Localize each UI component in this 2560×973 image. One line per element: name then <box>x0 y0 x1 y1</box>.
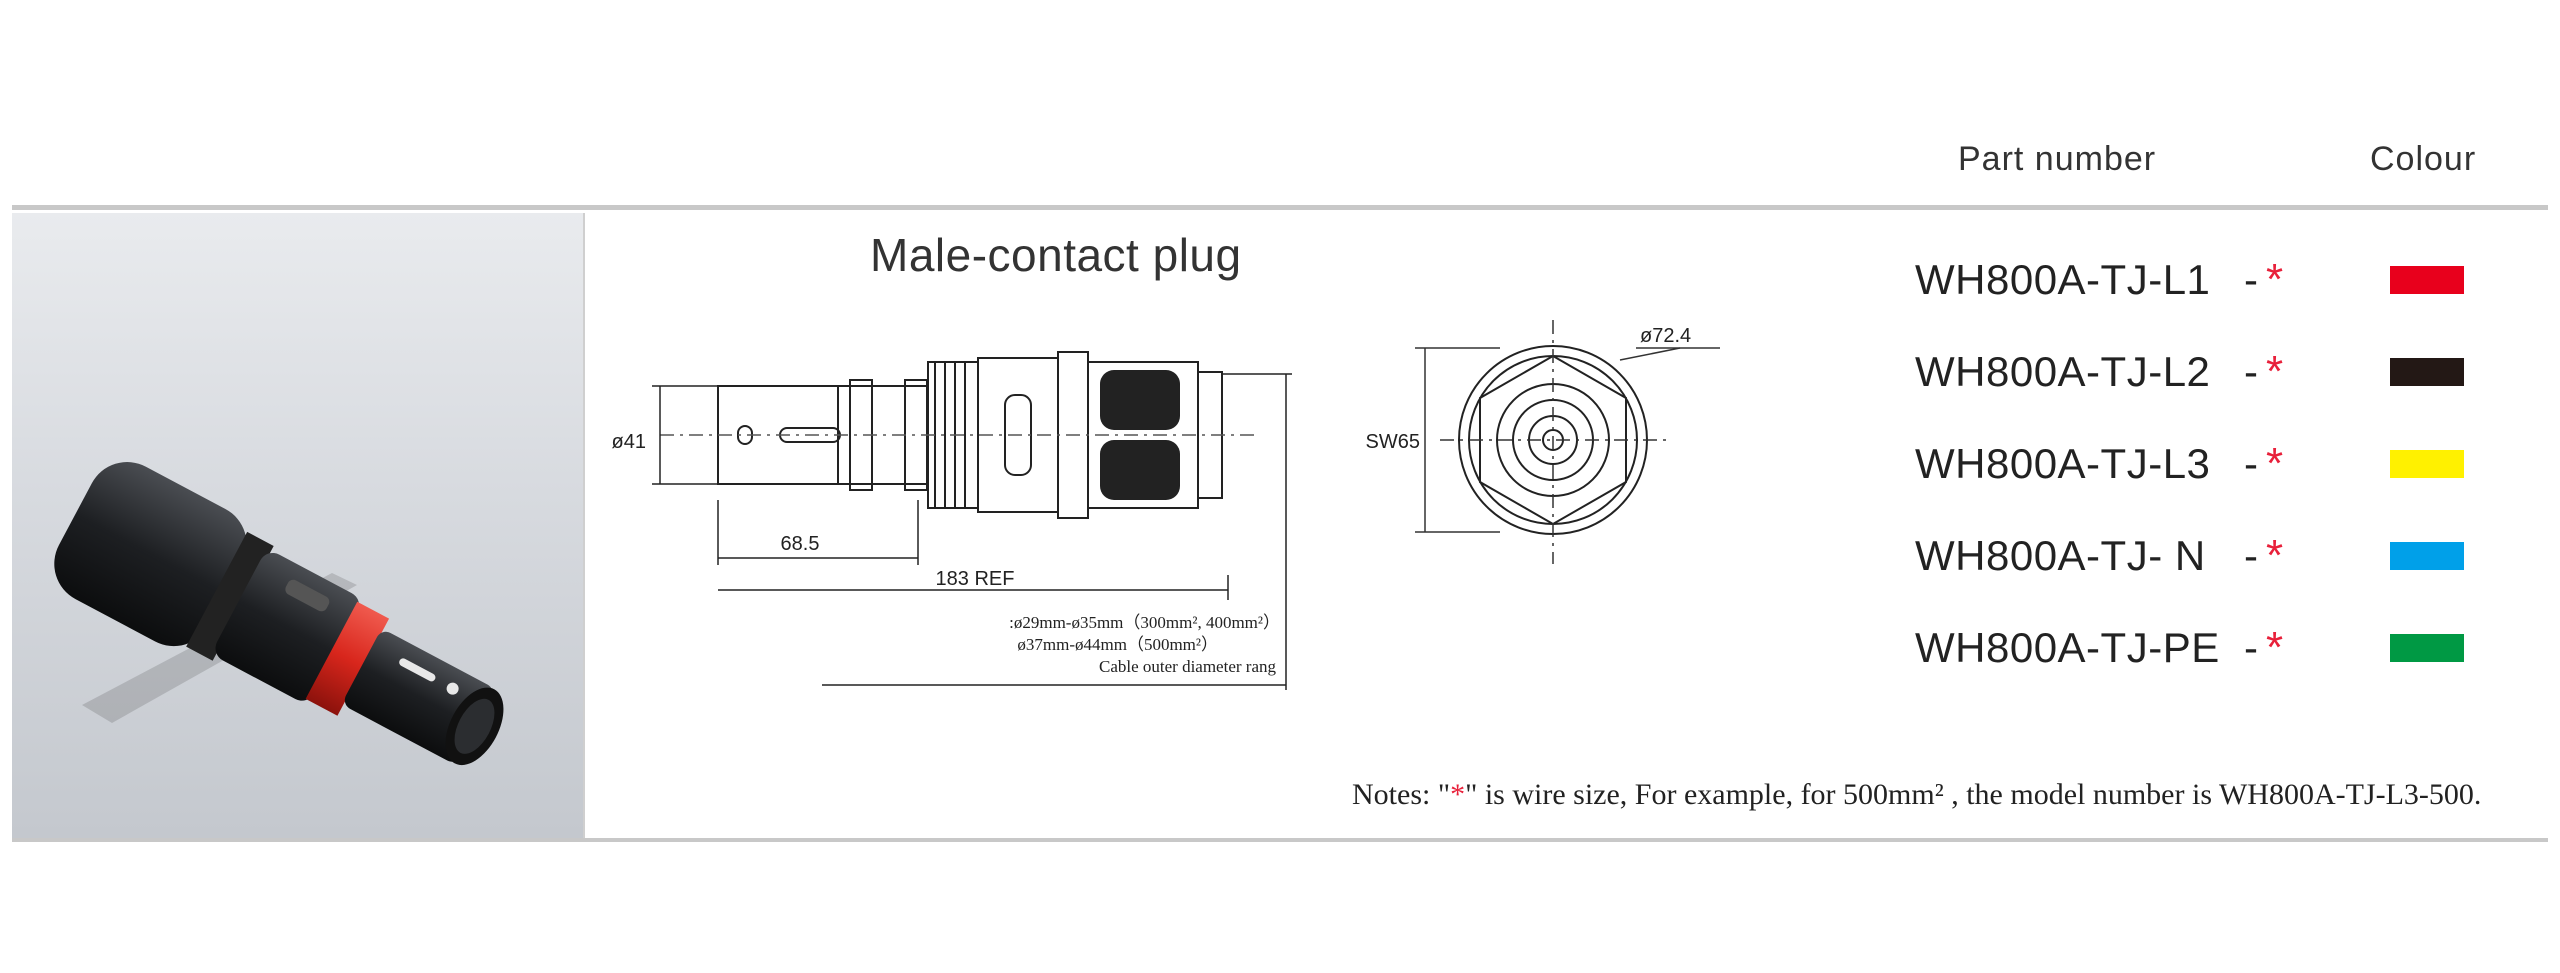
part-dash: - <box>2244 348 2258 395</box>
notes-suffix: " is wire size, For example, for 500mm² … <box>1465 778 2482 811</box>
part-number: WH800A-TJ-L3 <box>1915 440 2211 487</box>
product-title: Male-contact plug <box>870 229 1242 281</box>
dim-body-diameter: ø41 <box>612 431 646 453</box>
wire-size-star: * <box>2266 439 2284 488</box>
panel-divider <box>583 213 585 838</box>
part-row: WH800A-TJ-PE-* <box>1915 618 2283 678</box>
part-number: WH800A-TJ-PE <box>1915 624 2220 671</box>
colour-swatch <box>2390 634 2464 662</box>
connector-plug-photo-icon <box>54 462 504 766</box>
part-row: WH800A-TJ- N-* <box>1915 526 2283 586</box>
wire-size-star: * <box>2266 255 2284 304</box>
colour-swatch <box>2390 358 2464 386</box>
wire-size-star: * <box>2266 347 2284 396</box>
part-number: WH800A-TJ-L2 <box>1915 348 2211 395</box>
part-dash: - <box>2244 440 2258 487</box>
notes-star: * <box>1450 778 1466 811</box>
bottom-rule <box>12 838 2548 842</box>
colour-swatch <box>2390 266 2464 294</box>
part-dash: - <box>2244 532 2258 579</box>
part-dash: - <box>2244 256 2258 303</box>
notes-prefix: Notes: " <box>1352 778 1451 811</box>
dim-total-length: 183 REF <box>936 568 1015 590</box>
part-number-header: Part number <box>1958 140 2157 178</box>
product-photo <box>12 213 583 838</box>
part-row: WH800A-TJ-L3-* <box>1915 434 2283 494</box>
colour-swatch <box>2390 450 2464 478</box>
part-row: WH800A-TJ-L1-* <box>1915 250 2283 310</box>
cable-range-line-2: ø37mm-ø44mm（500mm²） <box>1017 635 1218 654</box>
colour-header: Colour <box>2370 140 2477 178</box>
wire-size-star: * <box>2266 531 2284 580</box>
colour-swatch <box>2390 542 2464 570</box>
wire-size-star: * <box>2266 623 2284 672</box>
part-dash: - <box>2244 624 2258 671</box>
notes: Notes: "*" is wire size, For example, fo… <box>1352 778 2481 812</box>
dim-front-diameter: ø72.4 <box>1640 325 1691 347</box>
technical-drawing: ø41 68.5 183 REF :ø29mm-ø35mm（300mm², 40… <box>600 300 1735 705</box>
dim-hex-size: SW65 <box>1366 431 1420 453</box>
cable-range-line-1: :ø29mm-ø35mm（300mm², 400mm²） <box>1009 613 1280 632</box>
part-number: WH800A-TJ- N <box>1915 532 2206 579</box>
part-number: WH800A-TJ-L1 <box>1915 256 2211 303</box>
dimension-drawing: ø41 68.5 183 REF :ø29mm-ø35mm（300mm², 40… <box>612 320 1735 690</box>
cable-range-line-3: Cable outer diameter rang <box>1099 657 1277 676</box>
top-rule <box>12 205 2548 210</box>
dim-short-length: 68.5 <box>781 533 820 555</box>
part-row: WH800A-TJ-L2-* <box>1915 342 2283 402</box>
